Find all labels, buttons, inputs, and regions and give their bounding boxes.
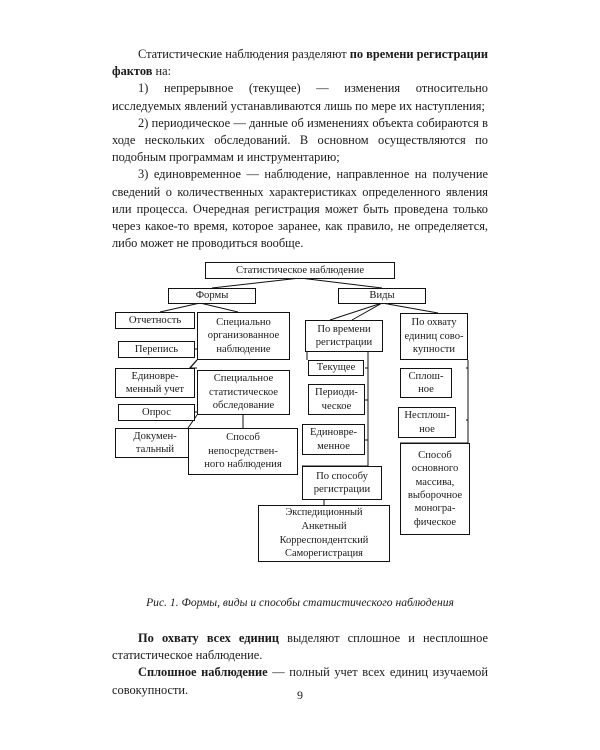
node-kinds[interactable]: Виды bbox=[338, 288, 426, 304]
node-current[interactable]: Текущее bbox=[308, 360, 364, 376]
paragraph-item-1: 1) непрерывное (текущее) — изменения отн… bbox=[112, 81, 488, 113]
node-by-method-of-registration[interactable]: По способу регистрации bbox=[302, 466, 382, 500]
node-periodic[interactable]: Периоди- ческое bbox=[308, 384, 365, 415]
node-continuous[interactable]: Сплош- ное bbox=[400, 368, 452, 398]
node-documentary[interactable]: Докумен- тальный bbox=[115, 428, 195, 458]
lead-bold: по времени регистрации фактов bbox=[112, 47, 488, 79]
node-by-coverage-of-units[interactable]: По охвату единиц сово- купности bbox=[400, 313, 468, 360]
node-special-statistical-survey[interactable]: Специальное статистическое обследование bbox=[197, 370, 290, 415]
paragraph-item-3: 3) единовременное — наблюдение, направле… bbox=[112, 167, 488, 251]
page-number: 9 bbox=[297, 688, 303, 702]
paragraph-coverage: По охвату всех единиц выделяют сплошное … bbox=[112, 630, 488, 664]
node-one-time-record[interactable]: Единовре- менный учет bbox=[115, 368, 195, 398]
intro-text-block: Статистические наблюдения разделяют по в… bbox=[112, 46, 488, 252]
node-one-time[interactable]: Единовре- менное bbox=[302, 424, 365, 455]
lead-before: Статистические наблюдения разделяют bbox=[138, 47, 350, 61]
node-special-organized-observation[interactable]: Специально организованное наблюдение bbox=[197, 312, 290, 360]
node-noncontinuous[interactable]: Несплош- ное bbox=[398, 407, 456, 438]
coverage-rest: выделяют сплошное и несплошное статистич… bbox=[112, 631, 488, 663]
node-root[interactable]: Статистическое наблюдение bbox=[205, 262, 395, 279]
lead-after: на: bbox=[152, 64, 172, 79]
continuous-rest: — полный учет всех единиц изучаемой сово… bbox=[112, 665, 489, 697]
node-reporting[interactable]: Отчетность bbox=[115, 312, 195, 329]
node-registration-methods-list[interactable]: Экспедиционный Анкетный Корреспондентски… bbox=[258, 505, 390, 562]
coverage-bold: По охвату всех единиц bbox=[138, 631, 280, 645]
node-by-time-of-registration[interactable]: По времени регистрации bbox=[305, 320, 383, 352]
node-direct-observation-method[interactable]: Способ непосредствен- ного наблюдения bbox=[188, 428, 298, 475]
figure-caption: Рис. 1. Формы, виды и способы статистиче… bbox=[146, 596, 454, 609]
paragraph-continuous: Сплошное наблюдение — полный учет всех е… bbox=[112, 664, 488, 698]
continuous-bold: Сплошное наблюдение bbox=[138, 665, 268, 680]
node-main-array-method[interactable]: Способ основного массива, выборочное мон… bbox=[400, 443, 470, 535]
after-text-block: По охвату всех единиц выделяют сплошное … bbox=[112, 630, 488, 699]
node-forms[interactable]: Формы bbox=[168, 288, 256, 304]
paragraph-lead: Статистические наблюдения разделяют по в… bbox=[112, 46, 488, 80]
node-census[interactable]: Перепись bbox=[118, 341, 195, 358]
paragraph-item-2: 2) периодическое — данные об изменениях … bbox=[112, 115, 488, 165]
node-survey[interactable]: Опрос bbox=[118, 404, 195, 421]
